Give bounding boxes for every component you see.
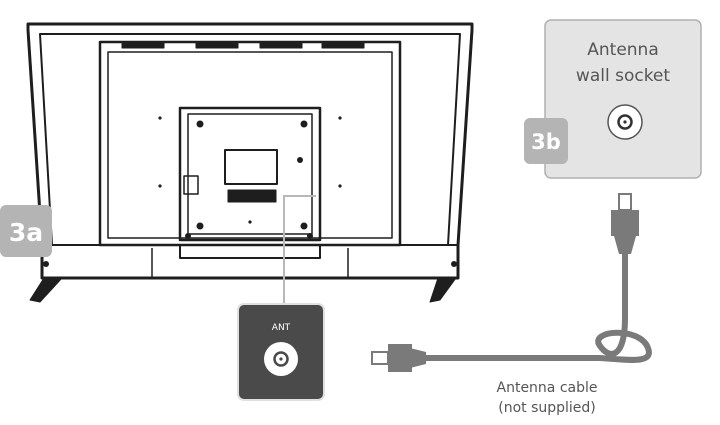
- tv-center-panel-inner: [187, 113, 313, 235]
- wall-socket-panel: Antenna wall socket: [544, 19, 702, 179]
- cable-top-connector-neck: [614, 236, 636, 254]
- tv-bottom-notch: [179, 245, 321, 259]
- wall-socket-pin: [623, 120, 627, 124]
- tv-screw-holes: [158, 116, 342, 239]
- cable-bottom-connector-body: [388, 344, 412, 372]
- tv-bottom-screw-left: [43, 261, 49, 267]
- tv-rear-view: [26, 22, 474, 303]
- tv-foot-right: [429, 277, 457, 303]
- step-badge-3b: 3b: [524, 118, 568, 164]
- tv-side-jack: [183, 175, 199, 195]
- wall-socket-label-line2: wall socket: [576, 66, 670, 86]
- cable-top-connector-tip: [618, 193, 632, 211]
- tv-io-strip: [227, 189, 277, 203]
- tv-foot-left: [29, 277, 63, 303]
- ant-port-pin: [279, 357, 283, 361]
- wall-socket-ring: [617, 114, 633, 130]
- step-badge-3b-label: 3b: [531, 130, 561, 154]
- ant-port-label: ANT: [272, 323, 291, 333]
- cable-wire: [423, 251, 652, 363]
- cable-label-line2: (not supplied): [498, 400, 596, 416]
- cable-bottom-connector-tip: [371, 351, 389, 365]
- tv-center-panel: [178, 106, 322, 242]
- ant-port-zoom: ANT: [237, 303, 325, 401]
- ant-callout-line: [283, 195, 316, 304]
- tv-bottom-screw-right: [451, 261, 457, 267]
- cable-bottom-connector-neck: [410, 348, 426, 368]
- tv-label-plate: [224, 149, 278, 185]
- ant-port-ring: [273, 351, 289, 367]
- cable-label-line1: Antenna cable: [497, 380, 598, 396]
- antenna-cable: [371, 193, 652, 372]
- step-badge-3a: 3a: [0, 205, 52, 257]
- wall-socket-label-line1: Antenna: [587, 40, 659, 60]
- tv-rear-housing-inner: [107, 51, 393, 239]
- step-badge-3a-label: 3a: [9, 218, 43, 247]
- cable-top-connector-body: [611, 210, 639, 236]
